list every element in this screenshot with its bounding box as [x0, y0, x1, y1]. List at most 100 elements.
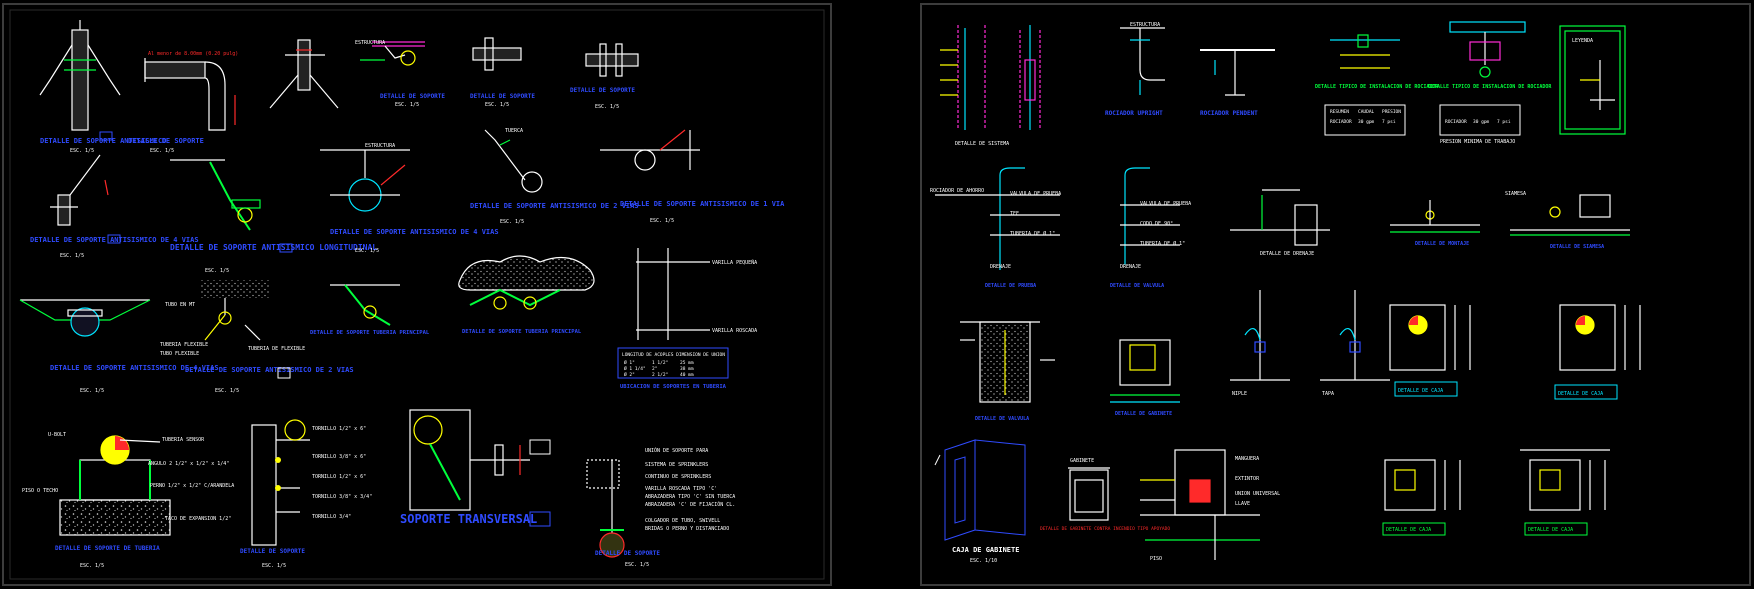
- detail-pipe-plate: [472, 37, 522, 71]
- detail-scale: ESC. 1/5: [595, 104, 619, 110]
- detail-title: DETALLE DE CAJA: [1386, 527, 1431, 533]
- summary-cell: CAUDAL: [1358, 109, 1375, 115]
- detail-title: DETALLE DE SOPORTE ANTISISMICO: [40, 137, 166, 145]
- detail-title: DETALLE DE VALVULA: [1110, 283, 1164, 289]
- detail-antiseismic-pipe: [39, 20, 121, 131]
- tubo-en-mt-note: TUBO EN MT: [165, 302, 195, 308]
- extintor-label: EXTINTOR: [1235, 476, 1260, 482]
- summary-cell: PRESION: [1382, 109, 1401, 115]
- detail-installation-1: [1330, 34, 1400, 69]
- scale-badge: [529, 511, 551, 527]
- detail-title: DETALLE DE VALVULA: [975, 416, 1029, 422]
- flexible-note: TUBO FLEXIBLE: [160, 351, 199, 357]
- detail-title: DETALLE DE SOPORTE ANTISISMICO DE 2 VIAS: [470, 202, 639, 210]
- detail-installation-2: [1449, 21, 1526, 78]
- summary-cell: 30 gpm: [1473, 119, 1490, 125]
- valve-label: VALVULA DE PRUEBA: [1140, 201, 1191, 207]
- piso-label: PISO: [1150, 556, 1162, 562]
- varilla-pequena-note: VARILLA PEQUEÑA: [712, 259, 757, 266]
- detail-test-valve: [935, 167, 1060, 270]
- detail-title: DETALLE DE MONTAJE: [1415, 241, 1469, 247]
- detail-wall-bracket: [251, 419, 310, 546]
- left-sheet: DETALLE DE SOPORTE ANTISISMICO ESC. 1/5 …: [19, 20, 785, 569]
- detail-title: UBICACION DE SOPORTES EN TUBERIA: [620, 384, 727, 390]
- coupling-table: LONGITUD DE ACOPLES DIMENSION DE UNION Ø…: [617, 347, 729, 379]
- coupling-table-cell: 25 mm: [680, 360, 694, 366]
- llave-label: LLAVE: [1235, 501, 1250, 507]
- scale-badge: [277, 367, 291, 379]
- detail-title: DETALLE TIPICO DE INSTALACION DE ROCIADO…: [1428, 84, 1552, 90]
- detail-title: DETALLE DE SISTEMA: [955, 141, 1009, 147]
- detail-cabinet-front: [1068, 467, 1110, 521]
- detail-system-wall: [940, 25, 1041, 130]
- tornillo-note: TORNILLO 1/2" x 6": [312, 474, 366, 480]
- coupling-table-cell: Ø 1 1/4": [624, 365, 646, 372]
- tornillo-note: TORNILLO 3/8" x 6": [312, 454, 366, 460]
- detail-2way-gravel: [200, 280, 270, 341]
- niple-label: NIPLE: [1232, 391, 1247, 397]
- detail-title: DETALLE DE PRUEBA: [985, 283, 1036, 289]
- perno-note: PERNO 1/2" x 1/2" C/ARANDELA: [150, 483, 234, 489]
- detail-box-4: [1520, 449, 1610, 511]
- detail-cabinet-box: [1110, 339, 1180, 403]
- colgador-note: COLGADOR DE TUBO, SWIVELL: [645, 518, 720, 524]
- coupling-table-cell: 1 1/2": [652, 360, 668, 366]
- detail-4way-brace: [50, 154, 109, 226]
- sistema-note: UNIÓN DE SOPORTE PARA: [645, 447, 708, 454]
- legend-label: LEYENDA: [1572, 38, 1593, 44]
- summary-cell: 30 gpm: [1358, 119, 1375, 125]
- detail-title: DETALLE DE SOPORTE: [570, 87, 635, 94]
- gabinete-label: GABINETE: [1070, 458, 1094, 464]
- detail-transversal-support: [409, 409, 530, 511]
- tuberia-flexible-note: TUBERIA DE FLEXIBLE: [248, 346, 305, 352]
- codo-label: CODO DE 90°: [1140, 221, 1173, 227]
- detail-main-pipe-support-1: [330, 284, 400, 326]
- detail-cabinet-section: [1140, 449, 1260, 560]
- soporte-transversal-title: SOPORTE TRANSVERSAL: [400, 512, 537, 526]
- detail-clamp-structure: [360, 41, 425, 66]
- scale-badge: [529, 439, 551, 455]
- union-label: UNION UNIVERSAL: [1235, 491, 1280, 497]
- colgador-note: BRIDAS O PERNO Y DISTANCIADO: [645, 526, 729, 532]
- caja-title: CAJA DE GABINETE: [952, 546, 1019, 554]
- detail-scale: ESC. 1/5: [650, 218, 674, 224]
- detail-framed-box: [1559, 25, 1626, 135]
- detail-title: DETALLE DE CAJA: [1528, 527, 1573, 533]
- estructura-label: ESTRUCTURA: [1130, 22, 1160, 28]
- detail-riser-2: [1320, 290, 1390, 381]
- detail-title: DETALLE DE SOPORTE ANTISISMICO DE 2 VIAS: [185, 366, 354, 374]
- detail-title: DETALLE DE SOPORTE ANTISISMICO DE 1 VIA: [620, 200, 785, 208]
- detail-scale: ESC. 1/5: [395, 102, 419, 108]
- detail-title: ROCIADOR PENDENT: [1200, 110, 1258, 117]
- detail-cabinet-isometric: [934, 439, 1026, 541]
- coupling-table-cell: 40 mm: [680, 372, 694, 378]
- detail-box-3-title: DETALLE DE CAJA: [1382, 522, 1446, 536]
- sistema-note: ABRAZADERA 'C' DE FIJACIÓN CL.: [645, 501, 735, 508]
- right-sheet: DETALLE DE SISTEMA ESTRUCTURA ROCIADOR U…: [930, 21, 1641, 564]
- caja-scale: ESC. 1/10: [970, 558, 997, 564]
- tee-label: TEE: [1010, 211, 1019, 217]
- rociador-label: ROCIADOR DE AHORRO: [930, 188, 984, 194]
- detail-pendent-sprinkler: [1200, 49, 1275, 96]
- manguera-label: MANGUERA: [1235, 456, 1259, 462]
- detail-two-way-brace: [269, 39, 339, 109]
- tuberia-sensor-note: TUBERIA SENSOR: [162, 437, 205, 443]
- detail-upright-sprinkler: [1120, 27, 1165, 95]
- detail-box-2: [1559, 304, 1641, 371]
- detail-title: DETALLE DE SOPORTE: [380, 93, 445, 100]
- detail-box-1-title: DETALLE DE CAJA: [1394, 381, 1458, 397]
- detail-box-1: [1389, 304, 1471, 371]
- estructura-note: ESTRUCTURA: [365, 143, 395, 149]
- sistema-note: CONTINUO DE SPRINKLERS: [645, 474, 711, 480]
- summary-cell: ROCIADOR: [1330, 119, 1352, 125]
- detail-title: ROCIADOR UPRIGHT: [1105, 110, 1163, 117]
- piso-note: PISO O TECHO: [22, 488, 58, 494]
- tub-label: TUBERIA DE Ø 1": [1140, 240, 1185, 247]
- detail-title: DETALLE DE SOPORTE TUBERIA PRINCIPAL: [462, 329, 582, 335]
- scale-badge: [107, 234, 121, 244]
- detail-scale: ESC. 1/5: [205, 268, 229, 274]
- tornillo-note: TORNILLO 3/8" x 3/4": [312, 494, 372, 500]
- varilla-roscada-note: VARILLA ROSCADA: [712, 328, 757, 334]
- left-sheet-frame: [2, 3, 832, 586]
- detail-title: DETALLE DE SOPORTE ANTISISMICO DE 4 VIAS: [330, 228, 499, 236]
